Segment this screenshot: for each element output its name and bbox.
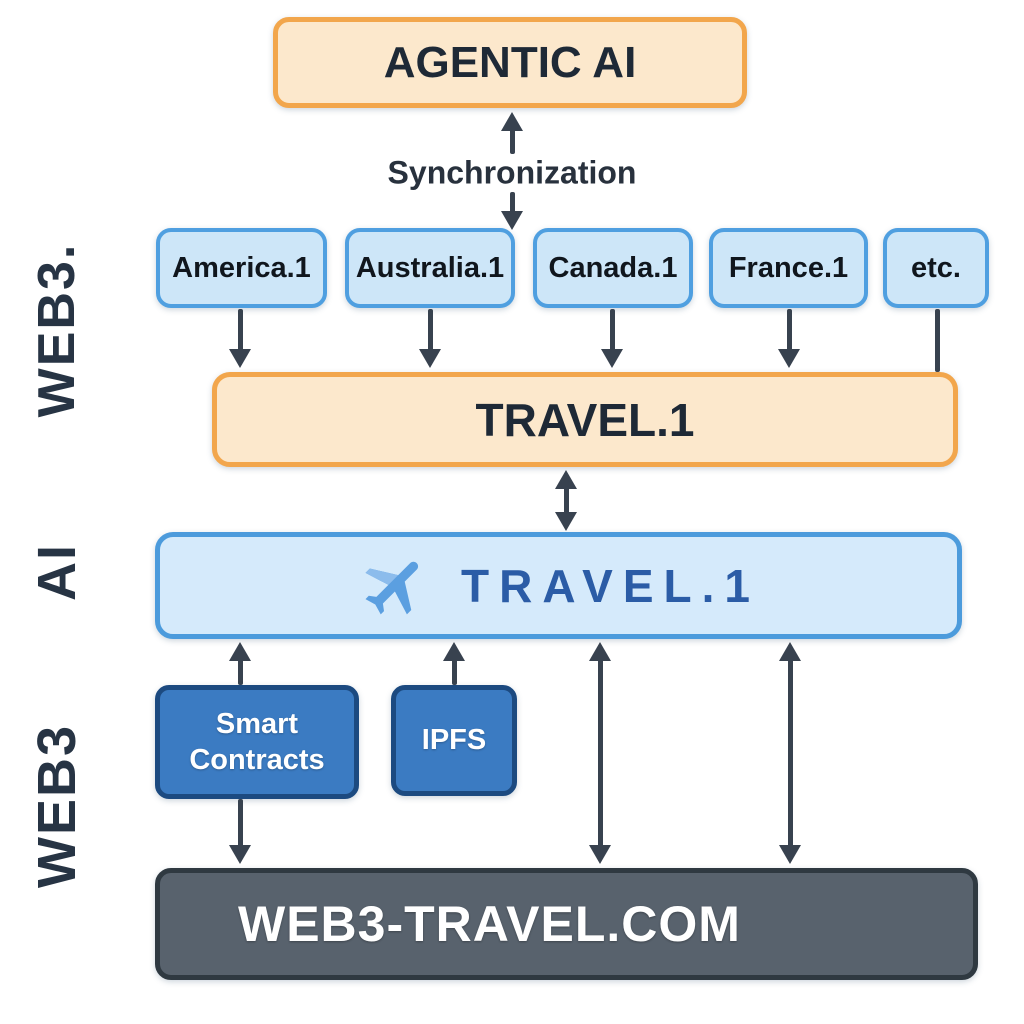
country-label: France.1 — [728, 251, 849, 284]
travel-app-content: TRAVEL.1 — [357, 547, 760, 625]
country-label: Canada.1 — [548, 251, 678, 284]
arrow-smartcontracts-site-down — [228, 799, 252, 864]
arrow-america-hub — [228, 309, 252, 368]
agentic-ai-label: AGENTIC AI — [383, 37, 637, 87]
line-etc-hub — [925, 309, 949, 372]
travel-app-label: TRAVEL.1 — [461, 559, 760, 612]
country-node-etc: etc. — [883, 228, 989, 308]
sync-label: Synchronization — [387, 154, 637, 191]
arrow-sync-countries-down — [500, 192, 524, 230]
travel-hub-node: TRAVEL.1 — [212, 372, 958, 467]
smart-contracts-node: Smart Contracts — [155, 685, 359, 799]
agentic-ai-node: AGENTIC AI — [273, 17, 747, 108]
country-node-america: America.1 — [156, 228, 327, 308]
ipfs-label: IPFS — [421, 724, 487, 757]
ipfs-node: IPFS — [391, 685, 517, 796]
arrow-canada-hub — [600, 309, 624, 368]
arrow-smartcontracts-app-up — [228, 642, 252, 685]
plane-icon — [357, 547, 435, 625]
country-node-canada: Canada.1 — [533, 228, 693, 308]
smart-contracts-label: Smart Contracts — [189, 707, 325, 776]
travel-app-node: TRAVEL.1 — [155, 532, 962, 639]
arrow-ipfs-app-up — [442, 642, 466, 685]
country-label: etc. — [911, 251, 961, 284]
travel-hub-label: TRAVEL.1 — [475, 393, 695, 446]
website-label: WEB3-TRAVEL.COM — [238, 896, 741, 952]
arrow-france-hub — [777, 309, 801, 368]
side-label-web3-top: WEB3. — [28, 242, 86, 418]
side-label-ai: AI — [27, 543, 87, 601]
arrow-app-site-double-1 — [588, 642, 612, 864]
country-node-australia: Australia.1 — [345, 228, 515, 308]
arrow-agentic-sync-up — [500, 112, 524, 154]
country-label: America.1 — [172, 251, 311, 284]
website-node: WEB3-TRAVEL.COM — [155, 868, 978, 980]
arrow-hub-app-double — [554, 470, 578, 531]
country-label: Australia.1 — [355, 251, 505, 284]
arrow-australia-hub — [418, 309, 442, 368]
side-label-web3-bottom: WEB3 — [27, 723, 87, 889]
country-node-france: France.1 — [709, 228, 868, 308]
arrow-app-site-double-2 — [778, 642, 802, 864]
